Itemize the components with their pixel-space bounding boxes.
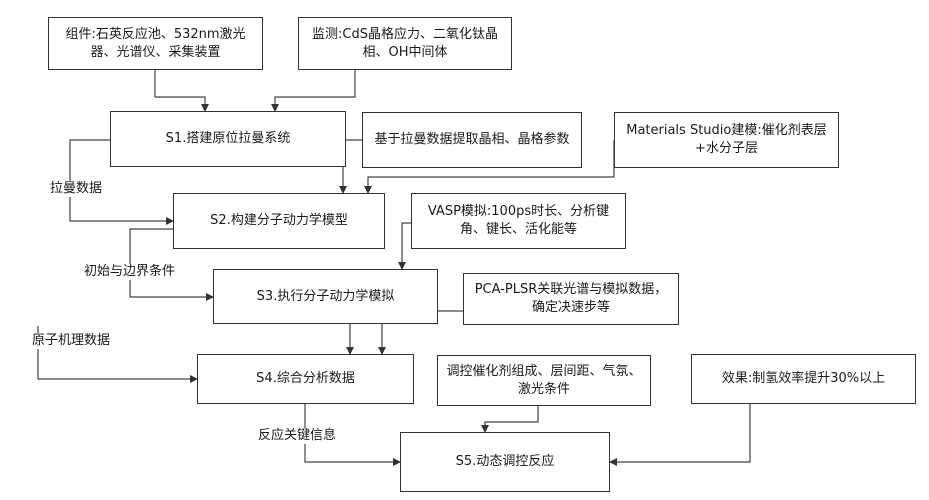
s2-box: S2.构建分子动力学模型: [173, 193, 385, 249]
s1-box: S1.搭建原位拉曼系统: [110, 111, 346, 167]
pca-box: PCA-PLSR关联光谱与模拟数据，确定决速步等: [463, 273, 679, 325]
vasp-box: VASP模拟:100ps时长、分析键角、键长、活化能等: [411, 193, 626, 249]
arrow-effect-to-s5: [610, 404, 750, 462]
arrow-components-to-s1: [155, 70, 205, 111]
s4-box: S4.综合分析数据: [197, 354, 414, 404]
arrow-vasp-to-s3: [402, 223, 411, 269]
label-raman-data: 拉曼数据: [50, 181, 102, 197]
label-atomic-mechanism: 原子机理数据: [32, 333, 110, 349]
extract-box: 基于拉曼数据提取晶相、晶格参数: [362, 112, 582, 168]
label-reaction-info: 反应关键信息: [258, 428, 336, 444]
ms-box: Materials Studio建模:催化剂表层+水分子层: [614, 112, 839, 168]
label-initial-conditions: 初始与边界条件: [84, 264, 175, 280]
arrow-control-to-s5: [485, 406, 538, 432]
control-box: 调控催化剂组成、层间距、气氛、激光条件: [437, 355, 651, 406]
components-box: 组件:石英反应池、532nm激光器、光谱仪、采集装置: [48, 17, 263, 70]
s5-box: S5.动态调控反应: [400, 432, 610, 492]
arrow-monitor-to-s1: [275, 70, 355, 111]
monitor-box: 监测:CdS晶格应力、二氧化钛晶相、OH中间体: [298, 17, 512, 70]
effect-box: 效果:制氢效率提升30%以上: [691, 354, 916, 404]
s3-box: S3.执行分子动力学模拟: [213, 269, 438, 324]
